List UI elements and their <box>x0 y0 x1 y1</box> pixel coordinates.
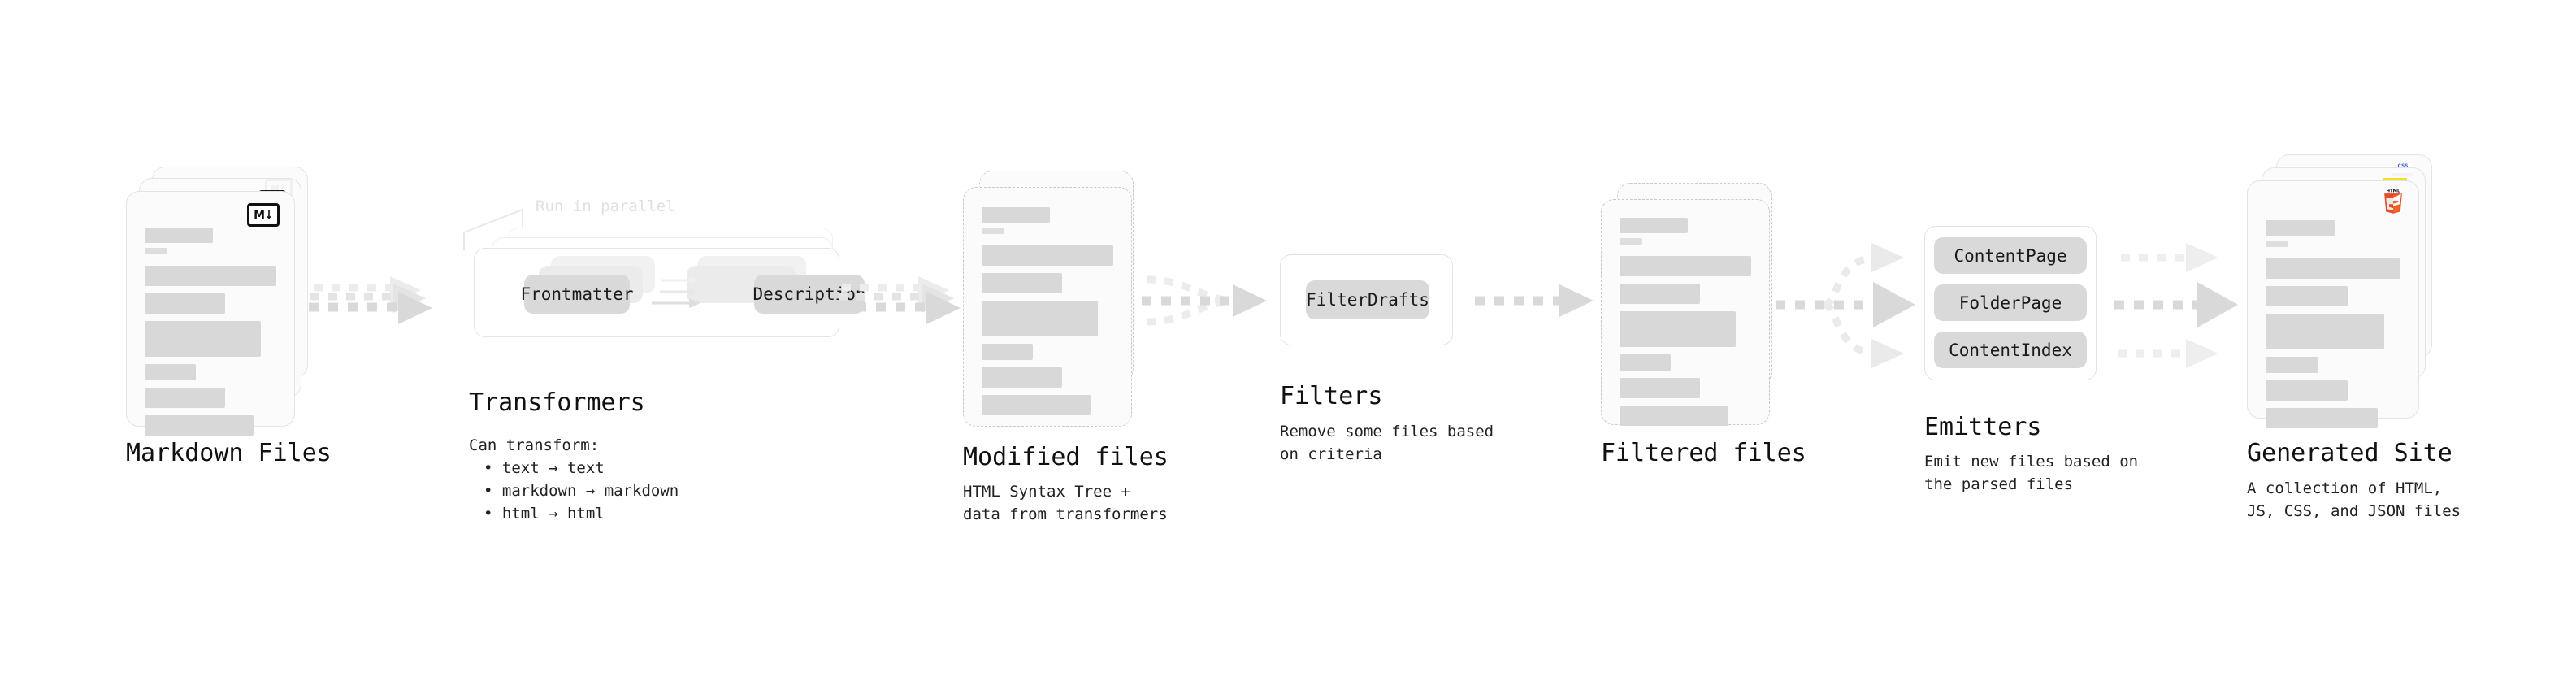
transformers-bullet-2: • html → html <box>484 505 605 523</box>
transformers-description: Can transform: <box>469 436 600 454</box>
markdown-badge-icon: M↓ <box>247 203 280 227</box>
svg-text:HTML: HTML <box>2387 189 2401 193</box>
pill-contentpage-label: ContentPage <box>1954 245 2067 266</box>
markdown-file-stack: M↓ M↓ M↓ <box>126 167 313 436</box>
pill-frontmatter-label: Frontmatter <box>520 284 634 304</box>
modified-card-front[interactable] <box>963 187 1132 427</box>
stage-title-emitters: Emitters <box>1924 413 2042 441</box>
skeleton-row <box>2266 408 2378 428</box>
stage-title-generated-site: Generated Site <box>2247 439 2452 467</box>
transformers-bullet-1: • markdown → markdown <box>484 482 679 500</box>
stage-modified-files: Modified files HTML Syntax Tree + data f… <box>963 0 1207 681</box>
markdown-card-skeleton <box>145 228 276 443</box>
modified-card-skeleton <box>982 207 1113 423</box>
skeleton-title <box>1620 218 1689 233</box>
markdown-card-front[interactable]: M↓ <box>126 191 295 436</box>
stage-emitters: ContentPage FolderPage ContentIndex Emit… <box>1924 0 2201 681</box>
skeleton-row <box>982 367 1062 388</box>
modified-file-stack <box>963 171 1150 431</box>
skeleton-subtitle <box>982 228 1004 234</box>
stage-title-markdown-files: Markdown Files <box>126 439 332 467</box>
pill-folderpage[interactable]: FolderPage <box>1934 284 2087 321</box>
stage-filters: FilterDrafts Filters Remove some files b… <box>1280 0 1540 681</box>
skeleton-row <box>982 301 1098 336</box>
stage-title-transformers: Transformers <box>469 388 645 417</box>
skeleton-row <box>982 273 1062 293</box>
skeleton-title <box>2266 220 2336 236</box>
skeleton-title <box>982 207 1051 223</box>
html5-badge-icon: HTML <box>2381 189 2405 217</box>
generated-site-description: A collection of HTML, JS, CSS, and JSON … <box>2247 479 2461 520</box>
filtered-file-stack <box>1601 183 1788 443</box>
pill-filterdrafts[interactable]: FilterDrafts <box>1306 280 1429 319</box>
skeleton-row <box>1620 354 1672 371</box>
skeleton-title <box>145 228 214 243</box>
skeleton-row <box>2266 286 2348 306</box>
skeleton-row <box>1620 284 1700 304</box>
stage-title-modified-files: Modified files <box>963 443 1169 471</box>
run-in-parallel-label: Run in parallel <box>536 197 675 215</box>
filters-description: Remove some files based on criteria <box>1280 423 1494 463</box>
stage-markdown-files: M↓ M↓ M↓ <box>126 0 370 681</box>
skeleton-row <box>982 395 1091 415</box>
filtered-card-front[interactable] <box>1601 199 1770 426</box>
stage-filtered-files: Filtered files <box>1601 0 1845 681</box>
skeleton-subtitle <box>145 248 167 254</box>
stage-transformers: Run in parallel Frontmatter Descript <box>451 0 866 681</box>
skeleton-subtitle <box>2266 241 2289 247</box>
pill-description[interactable]: Description <box>752 275 866 314</box>
skeleton-row <box>145 388 225 408</box>
pill-description-label: Description <box>752 284 866 304</box>
transformers-bullet-0: • text → text <box>484 459 605 477</box>
modified-files-description: HTML Syntax Tree + data from transformer… <box>963 483 1168 523</box>
stage-generated-site: CSS HTML <box>2247 0 2523 681</box>
skeleton-row <box>1620 256 1751 276</box>
skeleton-row <box>2266 258 2400 279</box>
skeleton-row <box>1620 378 1700 398</box>
skeleton-row <box>145 321 261 357</box>
filtered-card-skeleton <box>1620 218 1751 433</box>
pill-frontmatter[interactable]: Frontmatter <box>520 275 634 314</box>
skeleton-row <box>145 266 276 286</box>
skeleton-subtitle <box>1620 238 1642 245</box>
skeleton-row <box>982 344 1034 360</box>
pill-folderpage-label: FolderPage <box>1958 293 2062 313</box>
emitters-description: Emit new files based on the parsed files <box>1924 453 2139 493</box>
pill-contentpage[interactable]: ContentPage <box>1934 237 2087 274</box>
skeleton-row <box>1620 311 1736 347</box>
markdown-badge-label: M↓ <box>247 203 280 227</box>
pill-filterdrafts-label: FilterDrafts <box>1306 290 1429 310</box>
skeleton-row <box>145 293 225 314</box>
generated-site-file-stack: CSS HTML <box>2247 154 2450 428</box>
stage-title-filtered-files: Filtered files <box>1601 439 1806 467</box>
skeleton-row <box>145 415 254 436</box>
skeleton-row <box>145 364 197 380</box>
skeleton-row <box>2266 380 2348 401</box>
skeleton-row <box>1620 406 1729 426</box>
skeleton-row <box>2266 357 2318 373</box>
skeleton-row <box>2266 314 2385 349</box>
pill-contentindex[interactable]: ContentIndex <box>1934 332 2087 368</box>
skeleton-row <box>982 245 1113 266</box>
pill-contentindex-label: ContentIndex <box>1949 340 2072 360</box>
generated-site-card-html[interactable]: HTML <box>2247 180 2419 428</box>
html5-shield-icon: HTML <box>2384 189 2402 214</box>
stage-title-filters: Filters <box>1280 382 1383 410</box>
generated-site-card-skeleton <box>2266 220 2400 436</box>
